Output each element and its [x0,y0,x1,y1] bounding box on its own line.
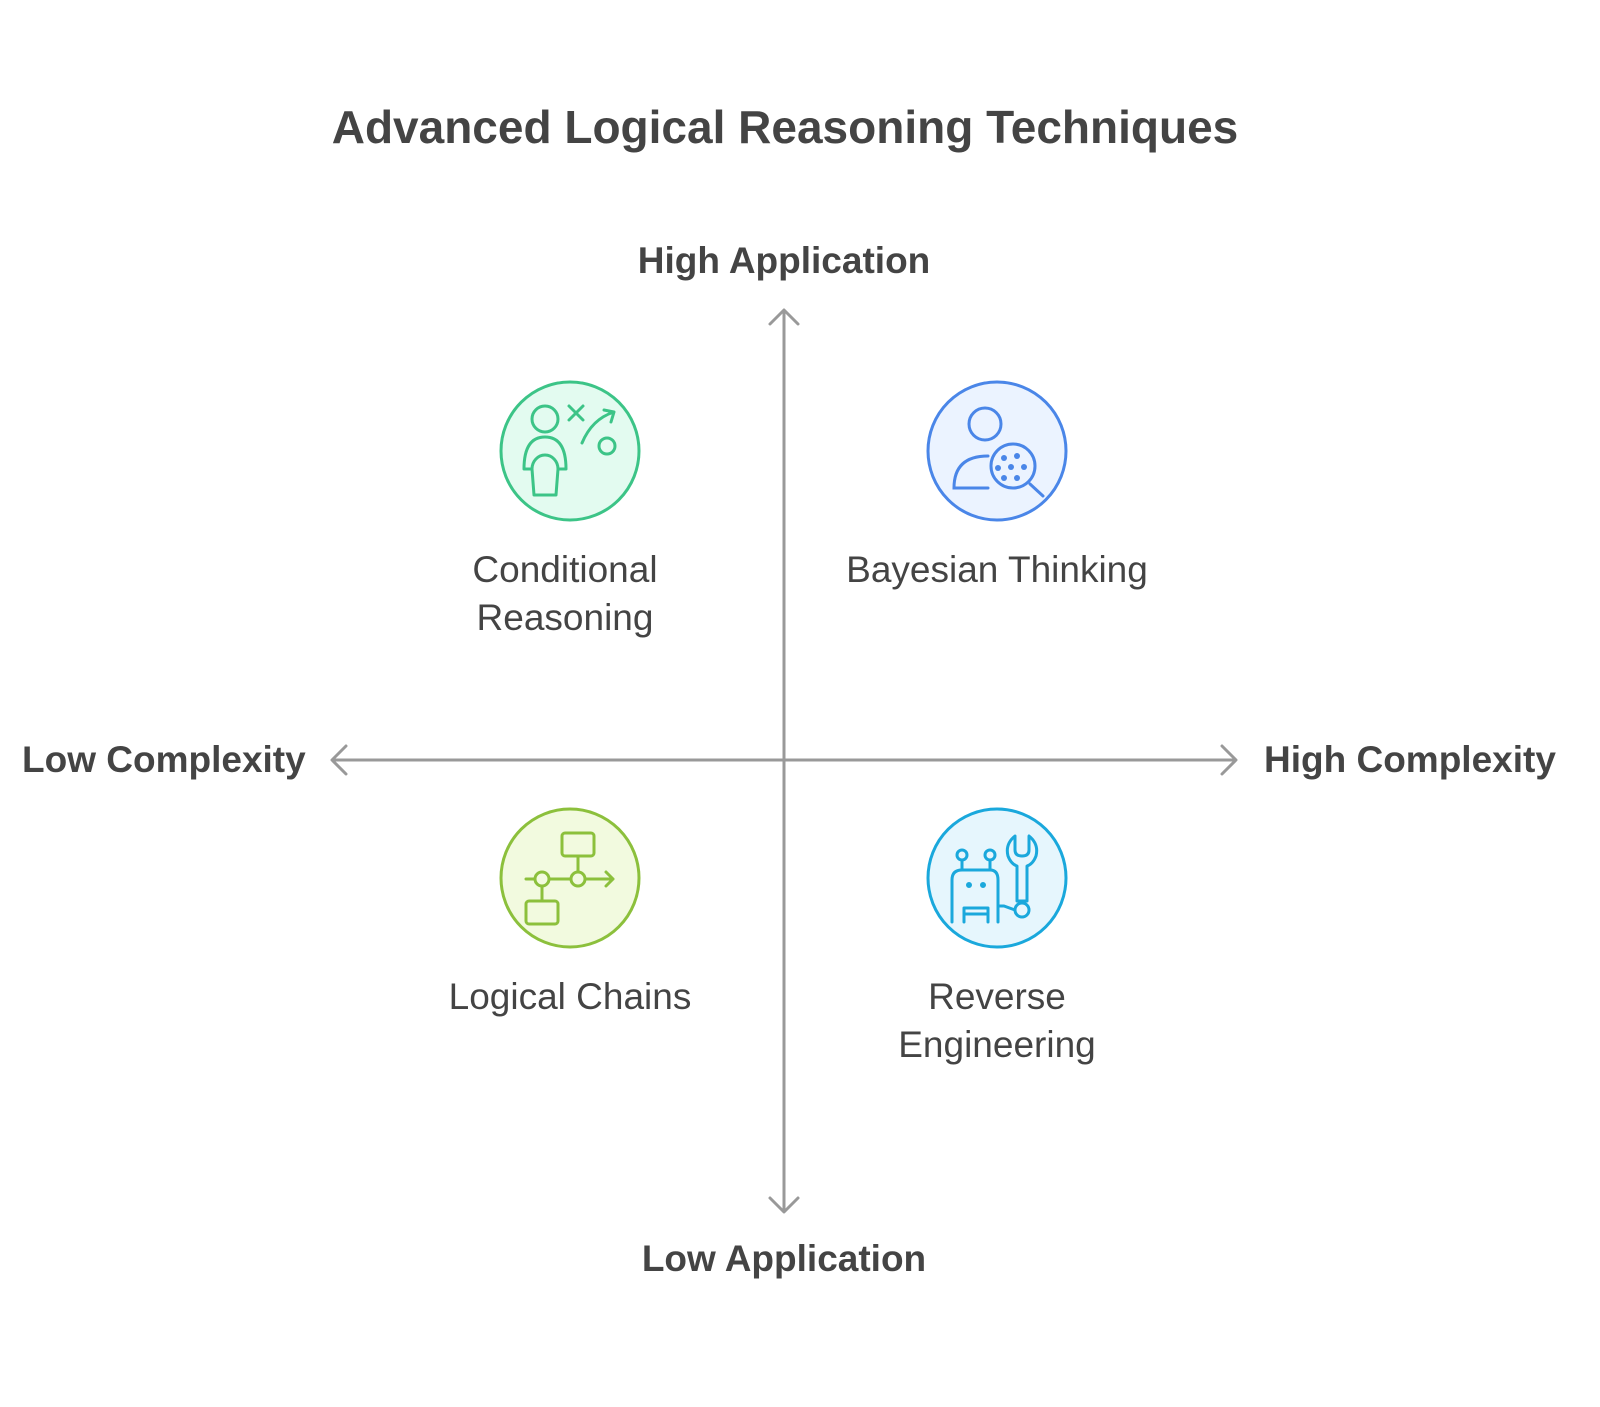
axis-label-top: High Application [637,240,931,281]
quadrant-label-bayesian-thinking: Bayesian Thinking [817,546,1177,594]
label-line: Logical Chains [448,976,692,1017]
arrow-right-icon [1220,744,1238,776]
page-title: Advanced Logical Reasoning Techniques [331,101,1239,153]
robot-wrench-icon [926,807,1068,949]
arrow-up-icon [768,308,800,326]
flowchart-icon [499,807,641,949]
strategy-icon [499,380,641,522]
label-line: Bayesian Thinking [846,549,1148,590]
arrow-left-icon [330,744,348,776]
label-line: Reverse [928,976,1066,1017]
axis-label-right: High Complexity [1264,739,1556,780]
user-search-icon [926,380,1068,522]
axis-label-bottom: Low Application [641,1238,927,1279]
axis-label-left: Low Complexity [22,739,306,780]
arrow-down-icon [768,1196,800,1214]
label-line: Reasoning [476,597,654,638]
quadrant-label-reverse-engineering: Reverse Engineering [817,973,1177,1069]
label-line: Conditional [472,549,658,590]
label-line: Engineering [898,1024,1096,1065]
quadrant-label-logical-chains: Logical Chains [390,973,750,1021]
quadrant-label-conditional-reasoning: Conditional Reasoning [385,546,745,642]
